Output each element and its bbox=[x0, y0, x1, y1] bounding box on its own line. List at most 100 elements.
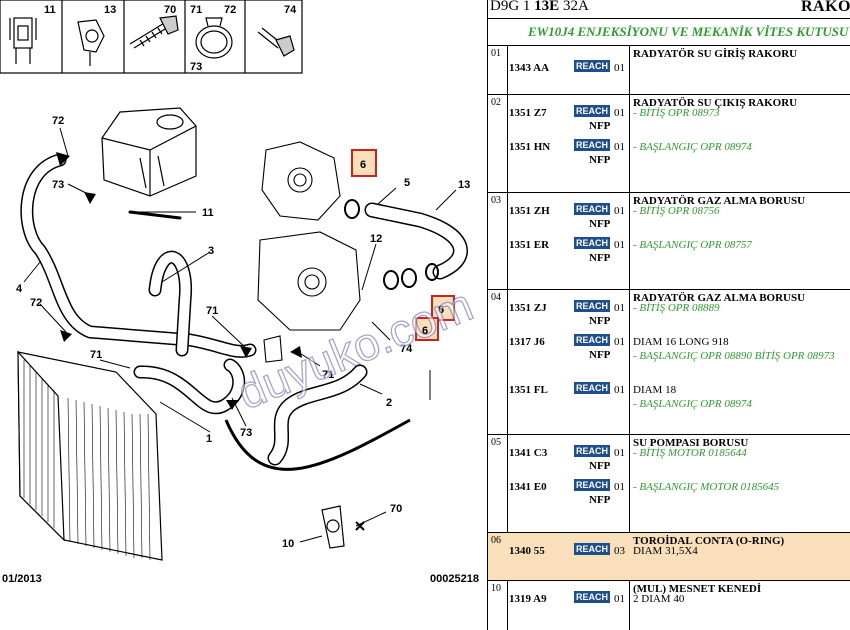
nfp-flag: NFP bbox=[589, 460, 611, 472]
part-quantity: 01 bbox=[614, 141, 625, 153]
reach-badge: REACH bbox=[574, 60, 610, 72]
part-reference: 1319 A9 bbox=[509, 593, 547, 605]
part-description: DIAM 31,5X4 bbox=[633, 545, 698, 557]
part-quantity: 01 bbox=[614, 62, 625, 74]
nfp-flag: NFP bbox=[589, 120, 611, 132]
mounting-bracket bbox=[321, 505, 345, 549]
part-description: - BAŞLANGIÇ MOTOR 0185645 bbox=[633, 481, 780, 493]
callout-74: 74 bbox=[400, 343, 413, 355]
clip-icon bbox=[9, 17, 37, 64]
top-icon-strip bbox=[0, 0, 303, 74]
nfp-flag: NFP bbox=[589, 154, 611, 166]
nfp-flag: NFP bbox=[589, 315, 611, 327]
callout-71: 71 bbox=[206, 305, 218, 317]
part-quantity: 03 bbox=[614, 545, 625, 557]
callout-6: 6 bbox=[360, 159, 366, 171]
callout-72b: 72 bbox=[30, 297, 42, 309]
reach-badge: REACH bbox=[574, 105, 610, 117]
callout-70: 70 bbox=[390, 503, 402, 515]
exploded-view-drawing: 11 13 70 71 72 74 73 bbox=[0, 0, 479, 585]
section-title: RADYATÖR SU ÇIKIŞ RAKORU bbox=[633, 97, 798, 109]
part-description: - BAŞLANGIÇ OPR 08757 bbox=[633, 239, 752, 251]
part-callouts: 72 73 11 3 4 72 71 71 1 73 6 5 13 12 6 6… bbox=[16, 115, 470, 550]
parts-diagram: 11 13 70 71 72 74 73 bbox=[0, 0, 479, 585]
engine-subtitle-text: EW10J4 ENJEKSİYONU VE MEKANİK VİTES KUTU… bbox=[528, 24, 849, 39]
callout-13: 13 bbox=[458, 179, 470, 191]
callout-2: 2 bbox=[386, 397, 392, 409]
part-quantity: 01 bbox=[614, 384, 625, 396]
model-code-bold: 13E bbox=[534, 0, 560, 14]
nfp-flag: NFP bbox=[589, 252, 611, 264]
section-title: SU POMPASI BORUSU bbox=[633, 437, 749, 449]
callout-73b: 73 bbox=[240, 427, 252, 439]
callout-4: 4 bbox=[16, 283, 23, 295]
part-reference: 1343 AA bbox=[509, 62, 550, 74]
callout-1: 1 bbox=[206, 433, 212, 445]
part-reference: 1351 ER bbox=[509, 239, 550, 251]
hose-clamp-icon bbox=[195, 17, 233, 59]
part-reference: 1351 ZJ bbox=[509, 302, 547, 314]
arrow-markers bbox=[56, 152, 302, 410]
reach-badge: REACH bbox=[574, 237, 610, 249]
callout-6b: 6 bbox=[438, 304, 444, 316]
reach-badge: REACH bbox=[574, 139, 610, 151]
part-quantity: 01 bbox=[614, 239, 625, 251]
part-description-note: - BAŞLANGIÇ OPR 08890 BİTİŞ OPR 08973 bbox=[633, 350, 835, 362]
nfp-flag: NFP bbox=[589, 494, 611, 506]
callout-6c: 6 bbox=[422, 325, 428, 337]
part-quantity: 01 bbox=[614, 205, 625, 217]
hose-clip-icon bbox=[77, 19, 105, 66]
callout-71c: 71 bbox=[322, 369, 334, 381]
part-reference: 1351 Z7 bbox=[509, 107, 547, 119]
part-reference: 1317 J6 bbox=[509, 336, 545, 348]
reach-badge: REACH bbox=[574, 334, 610, 346]
radiator bbox=[17, 350, 163, 561]
column-divider-1 bbox=[507, 45, 508, 630]
expansion-tank bbox=[101, 107, 197, 197]
icon-label-72: 72 bbox=[224, 4, 236, 16]
footer-date: 01/2013 bbox=[2, 573, 42, 585]
engine-subtitle: EW10J4 ENJEKSİYONU VE MEKANİK VİTES KUTU… bbox=[488, 19, 850, 46]
icon-label-11: 11 bbox=[44, 4, 56, 16]
section-number: 05 bbox=[491, 437, 501, 448]
reach-badge: REACH bbox=[574, 203, 610, 215]
callout-5: 5 bbox=[404, 177, 410, 189]
footer-doc-number: 00025218 bbox=[430, 573, 479, 585]
part-reference: 1351 HN bbox=[509, 141, 551, 153]
part-description-note: - BAŞLANGIÇ OPR 08974 bbox=[633, 398, 752, 410]
part-description: - BİTİŞ OPR 08756 bbox=[633, 205, 720, 217]
icon-label-70: 70 bbox=[164, 4, 176, 16]
section-number: 10 bbox=[491, 583, 501, 594]
section-title: TOROİDAL CONTA (O-RING) bbox=[633, 535, 785, 547]
section-title: RADYATÖR SU GİRİŞ RAKORU bbox=[633, 48, 798, 60]
part-description: - BİTİŞ OPR 08973 bbox=[633, 107, 720, 119]
top-icon-labels: 11 13 70 71 72 74 73 bbox=[44, 4, 297, 73]
part-description: 2 DIAM 40 bbox=[633, 593, 685, 605]
callout-11: 11 bbox=[202, 207, 214, 219]
icon-label-13: 13 bbox=[104, 4, 116, 16]
section-title: (MUL) MESNET KENEDİ bbox=[633, 583, 762, 595]
screw-icon bbox=[129, 15, 179, 49]
reach-badge: REACH bbox=[574, 445, 610, 457]
table-header: D9G 1 13E 32A RAKO bbox=[488, 0, 850, 19]
part-description: - BİTİŞ MOTOR 0185644 bbox=[633, 447, 747, 459]
part-quantity: 01 bbox=[614, 481, 625, 493]
callout-72: 72 bbox=[52, 115, 64, 127]
icon-label-73: 73 bbox=[190, 61, 202, 73]
nfp-flag: NFP bbox=[589, 218, 611, 230]
reach-badge: REACH bbox=[574, 382, 610, 394]
part-reference: 1341 C3 bbox=[509, 447, 548, 459]
column-divider-2 bbox=[629, 45, 630, 630]
callout-73: 73 bbox=[52, 179, 64, 191]
